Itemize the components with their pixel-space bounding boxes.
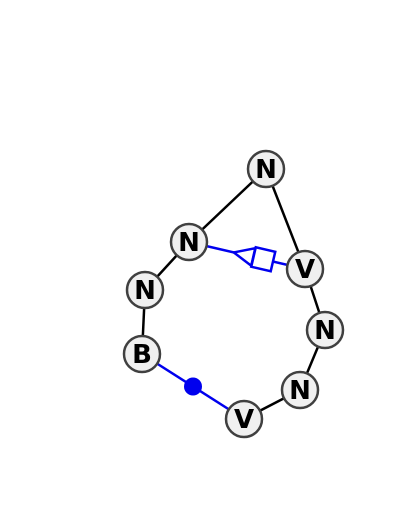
node-circle bbox=[122, 334, 162, 374]
edge-b1-v1 bbox=[141, 352, 245, 421]
node-label: N bbox=[255, 155, 277, 185]
edge-n2-v2 bbox=[188, 240, 306, 273]
node-label: V bbox=[234, 405, 254, 435]
node-circle bbox=[224, 399, 264, 439]
node-label: N bbox=[178, 228, 200, 258]
node-circle bbox=[246, 149, 286, 189]
node-circle bbox=[125, 270, 165, 310]
edge-dot-marker bbox=[184, 377, 202, 396]
edges-layer bbox=[140, 168, 327, 421]
node-n5: N bbox=[305, 310, 345, 350]
node-n2: N bbox=[169, 222, 209, 262]
node-circle bbox=[280, 370, 320, 410]
node-circle bbox=[305, 310, 345, 350]
node-label: N bbox=[134, 276, 156, 306]
node-label: N bbox=[314, 316, 336, 346]
node-n4: N bbox=[280, 370, 320, 410]
node-circle bbox=[169, 222, 209, 262]
node-label: N bbox=[289, 376, 311, 406]
node-circle bbox=[285, 249, 325, 289]
node-v1: V bbox=[224, 399, 264, 439]
node-v2: V bbox=[285, 249, 325, 289]
edge-square-marker bbox=[249, 245, 277, 273]
node-label: B bbox=[132, 340, 152, 370]
node-label: V bbox=[295, 255, 315, 285]
node-n1: N bbox=[246, 149, 286, 189]
node-b1: B bbox=[122, 334, 162, 374]
node-n3: N bbox=[125, 270, 165, 310]
